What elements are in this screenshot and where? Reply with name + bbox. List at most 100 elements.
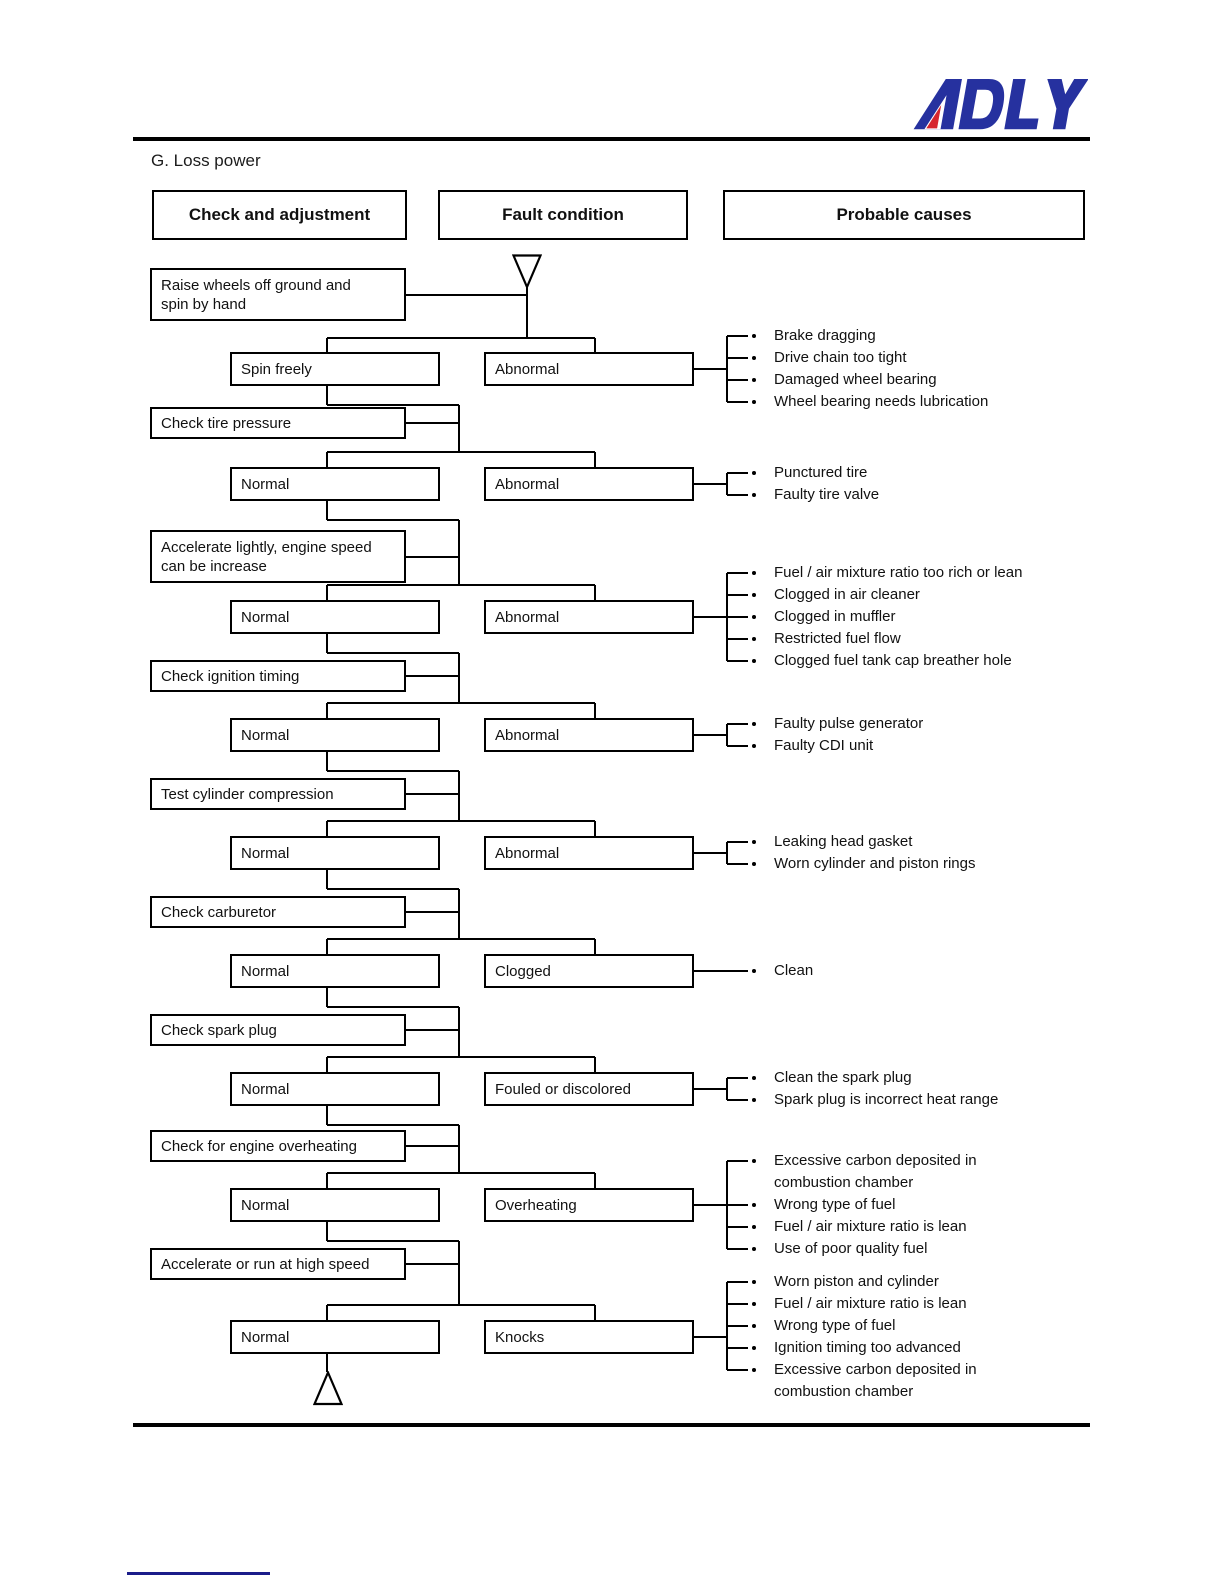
box-label: Check spark plug: [161, 1021, 277, 1039]
causes-stub: [694, 616, 727, 618]
connector-line: [458, 1125, 460, 1173]
fault-box: Abnormal: [484, 467, 694, 501]
causes-stub: [694, 852, 727, 854]
logo-letter-a: [913, 78, 962, 130]
connector-line: [327, 404, 459, 406]
cause-tick: [727, 379, 748, 381]
connector-line: [326, 870, 328, 889]
action-box: Check for engine overheating: [150, 1130, 406, 1162]
cause-bullet: [752, 1324, 756, 1328]
box-label: Check for engine overheating: [161, 1137, 357, 1155]
cause-bullet: [752, 1302, 756, 1306]
connector-line: [526, 287, 528, 338]
action-box: Accelerate or run at high speed: [150, 1248, 406, 1280]
box-label: Test cylinder compression: [161, 785, 334, 803]
box-label: Clogged: [495, 962, 551, 980]
cause-tick: [727, 594, 748, 596]
causes-stub: [694, 483, 727, 485]
connector-line: [326, 1222, 328, 1241]
logo-letter-d-counter: [972, 89, 994, 119]
fault-box: Overheating: [484, 1188, 694, 1222]
box-label: Check ignition timing: [161, 667, 300, 685]
cause-tick: [727, 494, 748, 496]
result-box: Normal: [230, 1320, 440, 1354]
cause-bullet: [752, 471, 756, 475]
cause-tick: [727, 638, 748, 640]
causes-stub: [694, 368, 727, 370]
cause-bullet: [752, 1368, 756, 1372]
connector-line: [458, 1007, 460, 1057]
cause-connector: [694, 970, 748, 972]
cause-text: Clogged in air cleaner: [774, 586, 920, 603]
connector-line: [594, 703, 596, 718]
cause-text: Fuel / air mixture ratio is lean: [774, 1295, 967, 1312]
connector-line: [406, 294, 527, 296]
cause-tick: [727, 1369, 748, 1371]
connector-line: [326, 703, 328, 718]
cause-bullet: [752, 334, 756, 338]
cause-tick: [727, 1160, 748, 1162]
cause-tick: [727, 1281, 748, 1283]
box-label: Normal: [241, 608, 290, 626]
logo-letter-l: [1004, 78, 1039, 130]
cause-tick: [727, 1077, 748, 1079]
connector-line: [406, 793, 459, 795]
split-bar: [327, 938, 595, 940]
cause-bullet: [752, 1076, 756, 1080]
box-label: Check carburetor: [161, 903, 277, 921]
fault-box: Knocks: [484, 1320, 694, 1354]
connector-line: [326, 939, 328, 954]
box-label: Abnormal: [495, 726, 560, 744]
action-box: Check carburetor: [150, 896, 406, 928]
connector-line: [594, 1305, 596, 1320]
connector-line: [458, 1241, 460, 1305]
box-label: Fouled or discolored: [495, 1080, 631, 1098]
page-title: G. Loss power: [151, 151, 261, 170]
box-label: can be increase: [161, 557, 267, 575]
rule-top: [133, 137, 1090, 141]
split-bar: [327, 1172, 595, 1174]
cause-tick: [727, 1226, 748, 1228]
cause-bullet: [752, 1280, 756, 1284]
connector-line: [594, 1173, 596, 1188]
box-label: Normal: [241, 726, 290, 744]
cause-tick: [727, 1325, 748, 1327]
box-label: Raise wheels off ground and: [161, 276, 351, 294]
cause-tick: [727, 660, 748, 662]
box-label: Check tire pressure: [161, 414, 292, 432]
connector-line: [594, 585, 596, 600]
connector-line: [326, 1305, 328, 1320]
cause-text: Fuel / air mixture ratio too rich or lea…: [774, 564, 1023, 581]
connector-line: [326, 1106, 328, 1125]
connector-line: [327, 1124, 459, 1126]
cause-tick: [727, 745, 748, 747]
causes-stub: [694, 1336, 727, 1338]
cause-tick: [727, 335, 748, 337]
box-label: Abnormal: [495, 360, 560, 378]
fault-box: Abnormal: [484, 836, 694, 870]
cause-bullet: [752, 1098, 756, 1102]
cause-bullet: [752, 1247, 756, 1251]
cause-text: Excessive carbon deposited in: [774, 1152, 977, 1169]
cause-bullet: [752, 744, 756, 748]
cause-bullet: [752, 593, 756, 597]
split-bar: [327, 584, 595, 586]
connector-line: [406, 1029, 459, 1031]
connector-line: [327, 770, 459, 772]
continuation-triangle-bottom: [313, 1371, 343, 1406]
cause-tick: [727, 1303, 748, 1305]
connector-line: [594, 1057, 596, 1072]
split-bar: [327, 1304, 595, 1306]
cause-tick: [727, 1099, 748, 1101]
connector-line: [458, 405, 460, 452]
connector-line: [594, 452, 596, 467]
action-box: Test cylinder compression: [150, 778, 406, 810]
connector-line: [326, 988, 328, 1007]
cause-text: Wrong type of fuel: [774, 1317, 896, 1334]
cause-bullet: [752, 378, 756, 382]
cause-bullet: [752, 969, 756, 973]
connector-line: [406, 422, 459, 424]
result-box: Normal: [230, 467, 440, 501]
